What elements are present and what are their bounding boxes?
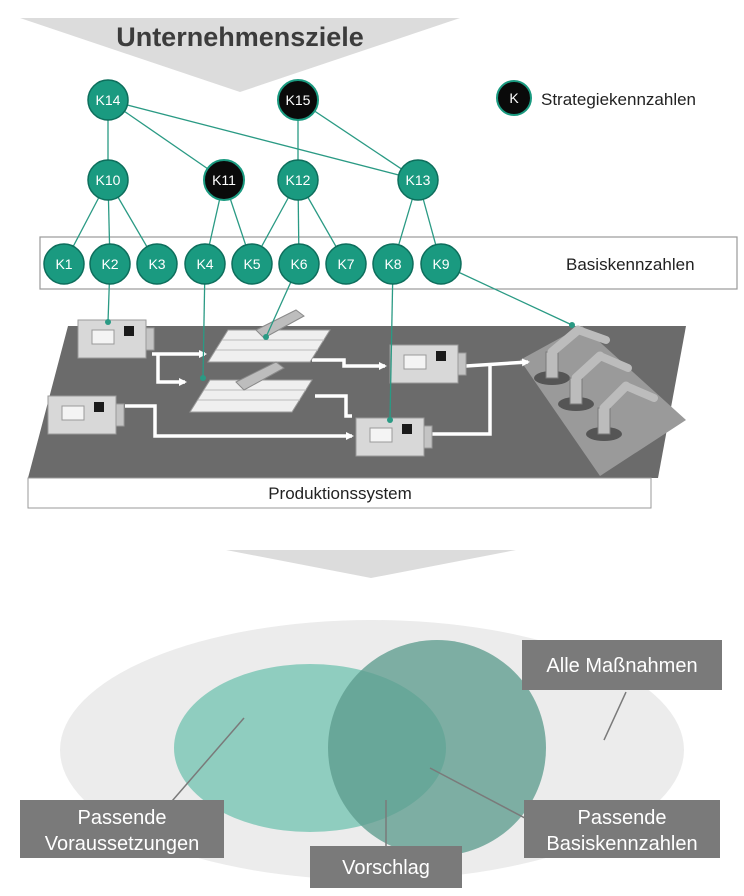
label-alle: Alle Maßnahmen xyxy=(546,655,697,677)
kpi-node-k6: K6 xyxy=(278,243,320,285)
svg-text:K8: K8 xyxy=(384,256,401,272)
label-voraussetzungen-line1: Passende xyxy=(78,807,167,829)
top-funnel-arrow xyxy=(20,18,460,92)
svg-text:K1: K1 xyxy=(55,256,72,272)
machine-2 xyxy=(47,395,125,435)
label-basis-line2: Basiskennzahlen xyxy=(546,833,697,855)
machine-3 xyxy=(389,344,467,384)
svg-text:K11: K11 xyxy=(212,172,236,188)
label-voraussetzungen-line2: Voraussetzungen xyxy=(45,833,200,855)
kpi-node-k1: K1 xyxy=(43,243,85,285)
kpi-node-k15: K15 xyxy=(277,79,319,121)
svg-text:K7: K7 xyxy=(337,256,354,272)
page-title: Unternehmensziele xyxy=(116,22,364,52)
svg-text:K4: K4 xyxy=(196,256,213,272)
kpi-node-k11: K11 xyxy=(203,159,245,201)
svg-text:K13: K13 xyxy=(406,172,431,188)
set-matching-base-kpis xyxy=(328,640,546,856)
svg-text:K3: K3 xyxy=(148,256,165,272)
legend-symbol: K xyxy=(509,90,519,106)
middle-funnel-arrow xyxy=(226,550,516,578)
conveyor-1 xyxy=(207,309,331,363)
label-box-voraussetzungen xyxy=(20,800,224,858)
svg-text:K12: K12 xyxy=(286,172,311,188)
machine-1 xyxy=(77,319,155,359)
legend-label: Strategiekennzahlen xyxy=(541,90,696,109)
basis-label: Basiskennzahlen xyxy=(566,255,695,274)
robot-area xyxy=(520,326,686,476)
kpi-node-k4: K4 xyxy=(184,243,226,285)
robot-2 xyxy=(558,351,632,411)
label-box-basis xyxy=(524,800,720,858)
conveyor-2 xyxy=(189,361,313,413)
kpi-node-k14: K14 xyxy=(87,79,129,121)
svg-text:K9: K9 xyxy=(432,256,449,272)
legend-strategy-node xyxy=(496,80,532,116)
pointer-alle xyxy=(603,691,627,741)
kpi-node-k3: K3 xyxy=(136,243,178,285)
production-label: Produktionssystem xyxy=(268,484,412,503)
kpi-node-k13: K13 xyxy=(397,159,439,201)
pointer-voraussetzungen xyxy=(165,717,245,809)
svg-text:K2: K2 xyxy=(101,256,118,272)
kpi-node-k7: K7 xyxy=(325,243,367,285)
svg-text:K10: K10 xyxy=(96,172,121,188)
kpi-node-k8: K8 xyxy=(372,243,414,285)
kpi-node-k12: K12 xyxy=(277,159,319,201)
kpi-node-k2: K2 xyxy=(89,243,131,285)
material-flow xyxy=(125,350,530,440)
set-diagram: Alle Maßnahmen Passende Voraussetzungen … xyxy=(20,620,722,888)
svg-text:K6: K6 xyxy=(290,256,307,272)
label-box-alle xyxy=(522,640,722,690)
pointer-basis xyxy=(429,767,541,827)
kpi-node-k5: K5 xyxy=(231,243,273,285)
machine-4 xyxy=(355,417,433,457)
label-basis-line1: Passende xyxy=(578,807,667,829)
robot-3 xyxy=(586,381,658,441)
svg-text:K5: K5 xyxy=(243,256,260,272)
legend: K Strategiekennzahlen xyxy=(496,80,696,116)
kpi-node-k9: K9 xyxy=(420,243,462,285)
label-box-vorschlag xyxy=(310,846,462,888)
robot-1 xyxy=(534,325,610,385)
svg-text:K15: K15 xyxy=(286,92,311,108)
svg-text:K14: K14 xyxy=(96,92,121,108)
production-label-box xyxy=(27,477,652,509)
kpi-node-k10: K10 xyxy=(87,159,129,201)
label-vorschlag: Vorschlag xyxy=(342,857,430,879)
